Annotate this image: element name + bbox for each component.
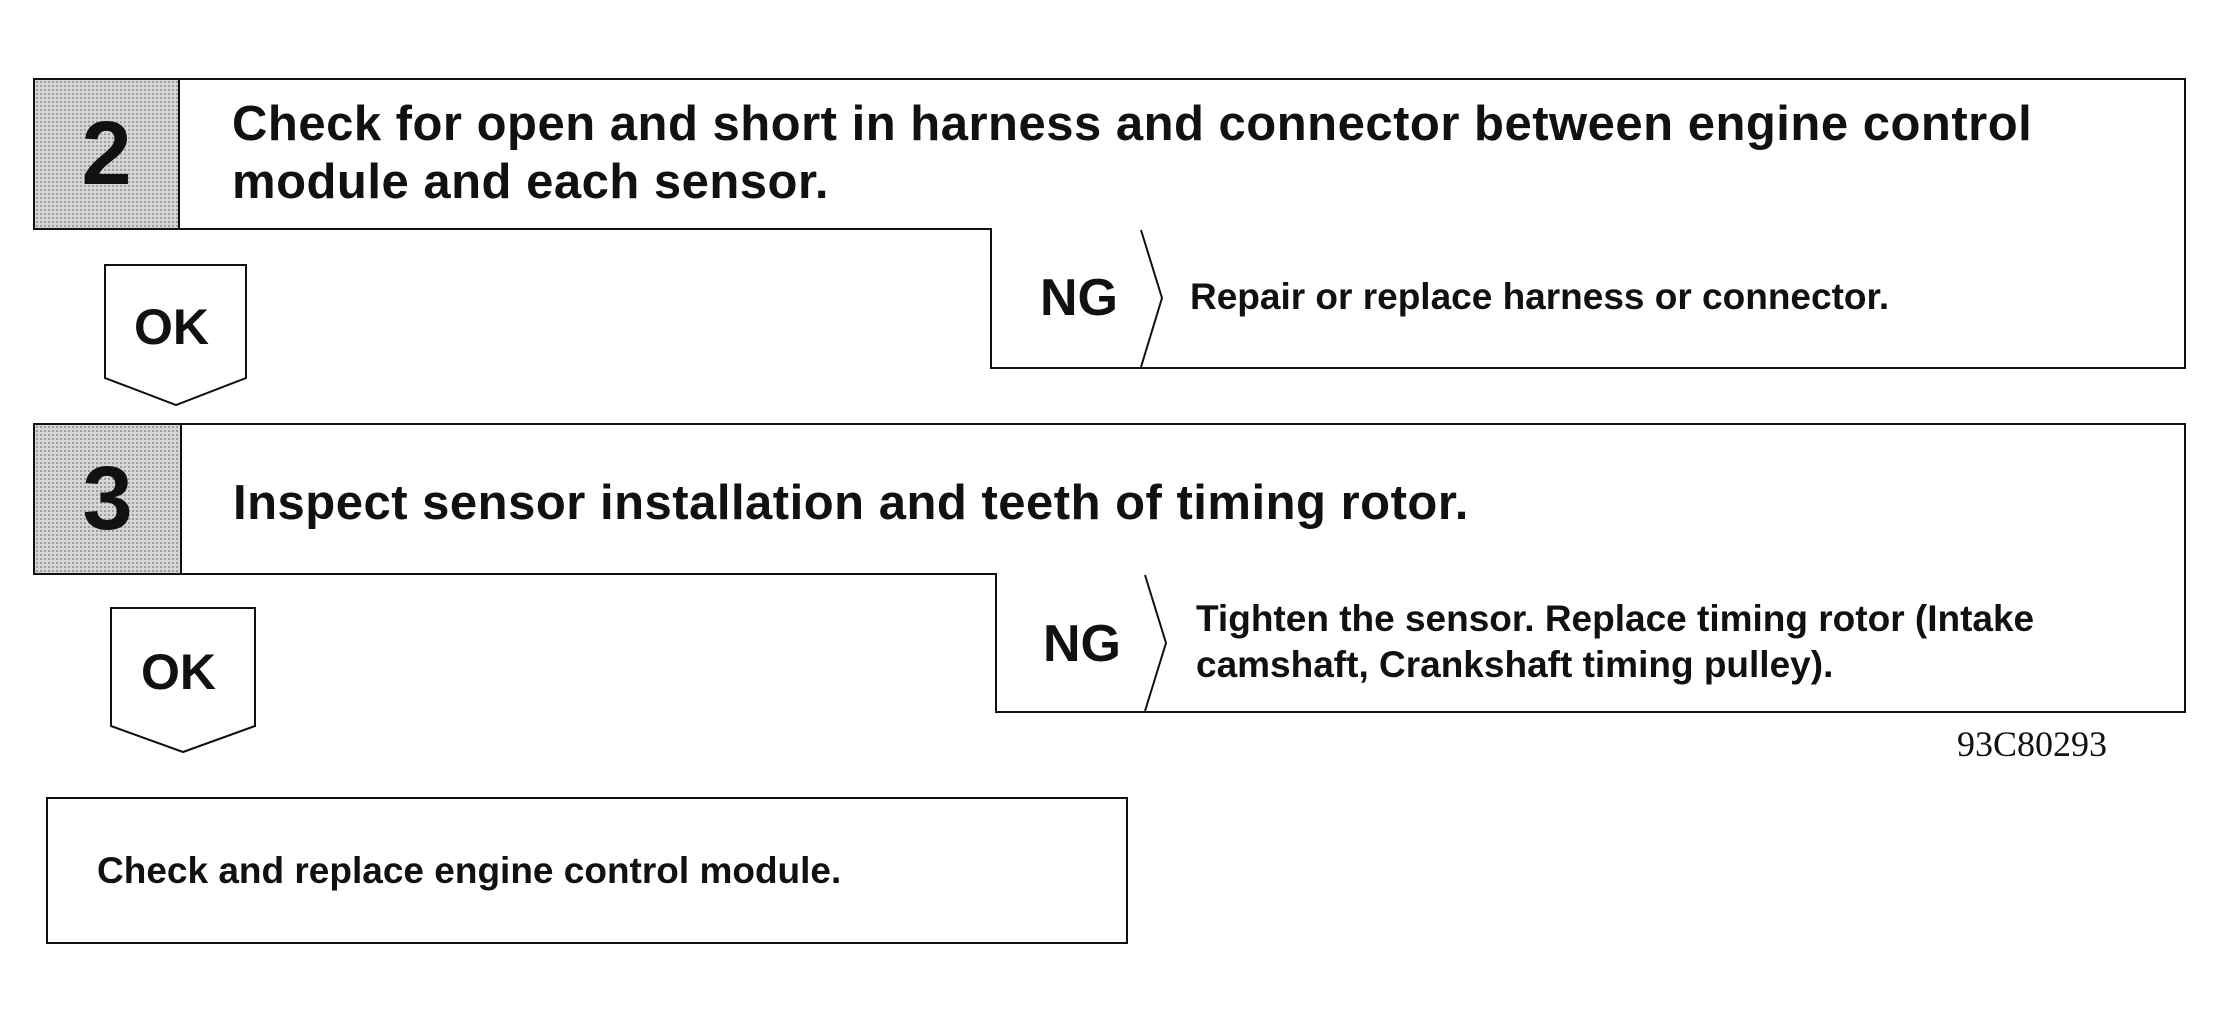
- step-3-ng-label: NG: [1043, 615, 1121, 673]
- figure-code: 93C80293: [1957, 724, 2108, 764]
- step-2-ng-label: NG: [1040, 269, 1118, 327]
- step-2-number: 2: [81, 104, 132, 204]
- step-3-number: 3: [82, 449, 133, 549]
- step-2-box: [33, 78, 2186, 230]
- step-2-number-cell: 2: [35, 80, 180, 228]
- final-action-text: Check and replace engine control module.: [97, 850, 842, 891]
- step-2-text: Check for open and short in harness and …: [232, 97, 2033, 209]
- step-2-ok-label: OK: [134, 299, 209, 355]
- step-2-ng-box: [990, 228, 2186, 369]
- step-3-ok-label: OK: [141, 644, 216, 700]
- step-3-ng-box: [995, 573, 2186, 713]
- step-3-text: Inspect sensor installation and teeth of…: [233, 476, 1469, 530]
- step-3-box: [33, 423, 2186, 575]
- step-3-number-cell: 3: [35, 425, 182, 573]
- step-2-ng-text: Repair or replace harness or connector.: [1190, 276, 1890, 317]
- final-action-box: Check and replace engine control module.: [46, 797, 1128, 944]
- step-3-ng-text: Tighten the sensor. Replace timing rotor…: [1196, 598, 2035, 685]
